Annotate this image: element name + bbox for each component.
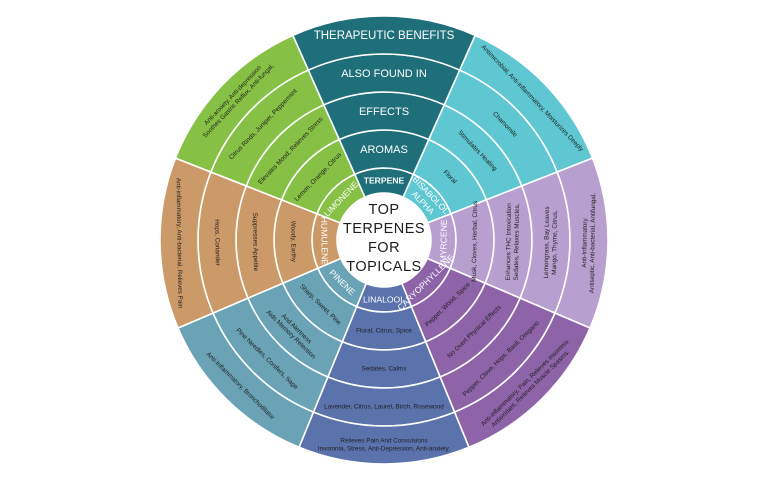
label-linalool-terpene: LINALOOL [363,295,405,305]
label-myrcene-benefits: Antiseptic, Anti-bacterial, Antifungal, [589,193,598,293]
label-myrcene-found: Lemongrass, Bay Leaves [543,206,551,278]
header-label-aroma: AROMAS [360,144,408,156]
header-label-effects: EFFECTS [359,106,409,118]
label-linalool-found: Lavender, Citrus, Laurel, Birch, Rosewoo… [324,404,444,411]
header-label-benefits: THERAPEUTIC BENEFITS [314,30,455,42]
sector-layer [159,15,609,465]
label-myrcene-aroma: Musk, Cloves, Herbal, Citrus [471,201,479,282]
header-label-found: ALSO FOUND IN [341,68,427,80]
label-myrcene-found: Mango, Thyme, Citrus, [551,210,559,275]
label-humulene-benefits: Anti-inflammatory, Anti-bacterial, Relie… [175,178,184,309]
label-humulene-terpene: HUMULENE [319,217,330,266]
center-circle [337,193,431,287]
center-line-4: TOPICALS [346,259,421,275]
center-hub: TOP TERPENES FOR TOPICALS [337,193,431,287]
label-linalool-benefits: Relieves Pain And Convulsions [340,438,427,445]
label-myrcene-effects: Sedates, Relaxes Muscles, [513,203,521,280]
label-linalool-aroma: Floral, Citrus, Spice [356,328,412,335]
label-myrcene-terpene: MYRCENE [438,219,449,262]
header-band: TERPENE AROMAS EFFECTS ALSO FOUND IN THERAPE… [291,15,477,199]
header-label-terpene: TERPENE [364,176,405,186]
center-line-3: FOR [368,240,400,256]
label-linalool-benefits: Insomnia, Stress, Anti-Depression, Anti-… [318,445,450,452]
label-humulene-found: Hops, Coriander [213,219,221,267]
label-humulene-aroma: Woody, Earthy [289,221,297,263]
header-segment-benefits [291,15,477,72]
center-line-2: TERPENES [343,221,425,237]
center-line-1: TOP [368,202,399,218]
label-linalool-effects: Sedates, Calms [361,366,406,373]
label-myrcene-effects: Enhances THC Intoxication [505,203,513,281]
label-humulene-effects: Suppresses Appetite [251,213,259,272]
label-myrcene-benefits: Anti-Inflammatory [581,217,589,267]
